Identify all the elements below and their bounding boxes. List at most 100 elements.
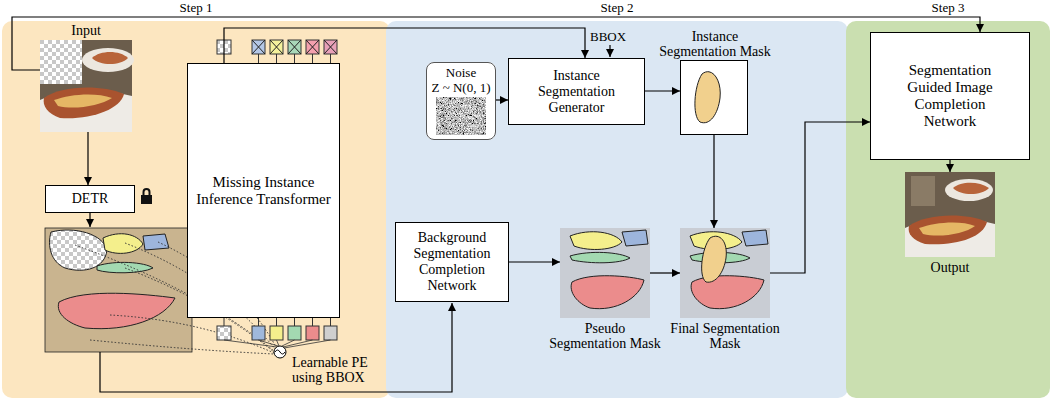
masked-token	[306, 40, 319, 54]
seg-region	[50, 230, 107, 270]
token-cross	[324, 40, 337, 54]
token	[306, 326, 319, 340]
mask-ground	[680, 228, 770, 318]
pe-link	[224, 340, 277, 347]
noise-label: Z ~ N(0, 1)	[431, 80, 490, 95]
panel-heading: Step 2	[386, 0, 848, 15]
token-link	[276, 318, 277, 326]
instance-blob	[702, 236, 727, 282]
image-frame: Output	[905, 172, 995, 257]
instance-blob	[695, 72, 720, 123]
image-frame: Final Segmentation Mask	[680, 228, 770, 318]
connector-arrow	[645, 90, 680, 91]
seg-region	[58, 293, 175, 328]
connector-arrow	[650, 272, 680, 273]
step-panel: Step 3Segmentation Guided Image Completi…	[846, 21, 1050, 398]
image-caption: Pseudo Segmentation Mask	[545, 321, 665, 351]
seg-region	[570, 252, 630, 262]
seg-region	[622, 230, 648, 246]
photo-ground	[905, 172, 995, 257]
token-cross	[252, 40, 265, 54]
seg-region	[143, 234, 169, 250]
token	[270, 326, 283, 340]
process-box: Background Segmentation Completion Netwo…	[395, 222, 509, 302]
token-link	[312, 54, 313, 63]
masked-token	[270, 40, 283, 54]
seg-region	[691, 276, 764, 309]
flow-arrow	[89, 213, 90, 227]
token-cross	[288, 40, 301, 54]
step-panel-fill	[386, 21, 848, 398]
token	[252, 326, 265, 340]
process-box: Segmentation Guided Image Completion Net…	[870, 32, 1030, 160]
photo-pizza	[92, 52, 128, 64]
lock-icon	[144, 189, 150, 195]
masked-token	[324, 40, 337, 54]
image-caption: Input	[40, 23, 132, 38]
connector-arrow	[949, 160, 950, 172]
photo-cheese	[919, 222, 975, 235]
token-link	[294, 54, 295, 63]
seg-region	[742, 230, 768, 246]
pe-symbol	[275, 350, 285, 354]
lock-icon	[141, 195, 152, 204]
noise-box: NoiseZ ~ N(0, 1)	[426, 62, 496, 140]
token	[324, 326, 337, 340]
image-caption: Final Segmentation Mask	[665, 321, 785, 351]
process-box: Instance Segmentation Generator	[508, 58, 645, 125]
dotted-link	[90, 340, 274, 354]
panel-heading: Step 1	[2, 0, 390, 15]
masked-token	[252, 40, 265, 54]
seg-region	[570, 232, 622, 250]
missing-region	[40, 40, 82, 84]
token-link	[312, 318, 313, 326]
token-link	[330, 54, 331, 63]
seg-region	[571, 276, 644, 309]
annotation-label: Learnable PE using BBOX	[292, 355, 388, 385]
process-box: Missing Instance Inference Transformer	[187, 63, 340, 318]
step-panel-fill	[846, 21, 1050, 398]
token	[288, 326, 301, 340]
box-label: Background Segmentation Completion Netwo…	[400, 230, 504, 294]
connector-arrow	[87, 132, 88, 185]
pe-symbol	[274, 346, 286, 358]
noise-image	[436, 97, 486, 135]
photo-pizza	[44, 88, 124, 119]
token-link	[276, 54, 277, 63]
pe-link	[284, 340, 331, 348]
connector-arrow	[12, 17, 980, 70]
image-frame: Input	[40, 40, 132, 132]
step-panel-fill	[2, 21, 390, 398]
connector-arrow	[509, 261, 560, 262]
photo-plate	[945, 179, 993, 201]
seg-region	[103, 234, 143, 254]
flow-arrow	[609, 45, 610, 57]
box-label: Segmentation Guided Image Completion Net…	[889, 62, 1011, 130]
token-cross	[306, 40, 319, 54]
process-box: DETR	[45, 185, 135, 213]
mask-ground	[680, 60, 748, 135]
pe-link	[277, 340, 280, 346]
token-link	[258, 54, 259, 63]
photo-pizza	[909, 216, 987, 245]
token-link	[330, 318, 331, 326]
box-label: Instance Segmentation Generator	[513, 68, 640, 116]
seg-region	[97, 262, 153, 272]
box-label: Missing Instance Inference Transformer	[192, 174, 335, 208]
image-frame: Instance Segmentation Mask	[680, 60, 748, 135]
token-link	[294, 318, 295, 326]
dotted-link	[110, 315, 274, 353]
photo-plate	[82, 48, 134, 72]
noise-label: Noise	[446, 65, 476, 80]
token-link	[258, 318, 259, 326]
noise-box-fill	[426, 62, 496, 140]
connector-arrow	[713, 135, 714, 228]
token-link	[224, 318, 225, 326]
masked-token	[288, 40, 301, 54]
photo-pizza	[953, 183, 989, 194]
box-label: DETR	[72, 191, 109, 207]
photo-cheese	[54, 94, 112, 107]
image-caption: Instance Segmentation Mask	[655, 29, 775, 59]
token	[217, 326, 231, 340]
photo-object	[911, 176, 935, 206]
